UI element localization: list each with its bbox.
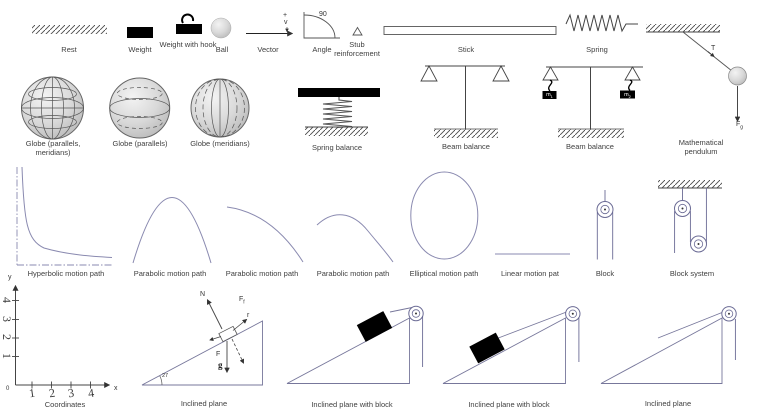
- mathematical-pendulum-icon: [646, 24, 747, 123]
- y-tick-4: 4: [0, 297, 14, 303]
- parabolic-path-1-icon: [132, 197, 212, 264]
- x-tick-1: 1: [28, 385, 36, 401]
- origin-label: 0: [6, 386, 10, 392]
- label-weight-with-hook: Weight with hook: [159, 40, 217, 49]
- label-beam-balance-2: Beam balance: [566, 142, 614, 151]
- hyperbolic-path-icon: [16, 166, 113, 266]
- globe-parallels-meridians-icon: [21, 76, 84, 140]
- label-inclined-plane-plain: Inclined plane: [644, 399, 692, 408]
- weight-m2-label: m2: [620, 92, 635, 100]
- inclined-plane-plain-icon: [600, 306, 737, 384]
- vector-icon: [246, 27, 294, 37]
- label-stick: Stick: [457, 45, 475, 54]
- label-angle: Angle: [312, 45, 332, 54]
- parabolic-path-2-icon: [226, 206, 304, 263]
- label-globe-meridians: Globe (meridians): [190, 139, 250, 148]
- label-vector: Vector: [257, 45, 279, 54]
- stub-reinforcement-icon: [352, 26, 363, 36]
- label-rest: Rest: [61, 45, 77, 54]
- stick-icon: [383, 26, 557, 35]
- label-parabolic-path-1: Parabolic motion path: [133, 269, 207, 278]
- vector-v-annotation: v: [284, 19, 288, 26]
- label-linear-path: Linear motion pat: [501, 269, 559, 278]
- globe-meridians-icon: [190, 78, 250, 138]
- globe-parallels-icon: [109, 77, 171, 139]
- friction-force-label: Ff: [239, 296, 245, 306]
- normal-force-label: N: [200, 291, 206, 298]
- x-axis-label: x: [114, 385, 118, 392]
- friction-base: F: [239, 296, 244, 303]
- m1-sub: 1: [550, 94, 553, 100]
- angle-value: 90: [319, 11, 327, 18]
- incline-angle-value: 27: [162, 373, 169, 379]
- weight-m1-label: m1: [543, 92, 557, 100]
- block-system-icon: [658, 180, 722, 253]
- label-elliptical-path: Elliptical motion path: [409, 269, 479, 278]
- y-tick-2: 2: [0, 334, 14, 340]
- y-tick-1: 1: [0, 353, 14, 359]
- x-tick-3: 3: [67, 385, 75, 401]
- reaction-label: r: [247, 312, 250, 319]
- vector-plus-annotation: +: [283, 12, 288, 19]
- label-block-system: Block system: [669, 269, 715, 278]
- inclined-plane-block-2-icon: [442, 306, 581, 384]
- label-beam-balance-1: Beam balance: [442, 142, 490, 151]
- angle-icon: [303, 12, 340, 39]
- label-inclined-plane-block-2: Inclined plane with block: [468, 400, 550, 409]
- pendulum-force-base: F: [736, 121, 741, 128]
- inclined-plane-forces-icon: [141, 299, 263, 386]
- spring-balance-icon: [298, 88, 380, 136]
- x-tick-2: 2: [47, 385, 56, 401]
- m2-base: m: [624, 91, 629, 98]
- gravity-g-label: g: [218, 360, 223, 370]
- rest-icon: [32, 25, 107, 34]
- inclined-plane-block-1-icon: [286, 305, 424, 384]
- label-parabolic-path-3: Parabolic motion path: [316, 269, 390, 278]
- label-stub-reinforcement: Stub reinforcement: [334, 40, 380, 58]
- weight-with-hook-icon: [176, 13, 202, 34]
- pendulum-force-sub: g: [740, 124, 744, 131]
- pendulum-tension-label: T: [711, 45, 716, 52]
- label-weight: Weight: [128, 45, 152, 54]
- m1-base: m: [546, 92, 551, 98]
- spring-icon: [565, 13, 638, 33]
- friction-sub: f: [243, 299, 245, 306]
- label-spring-balance: Spring balance: [311, 143, 363, 152]
- label-block: Block: [595, 269, 615, 278]
- y-tick-3: 3: [0, 316, 14, 322]
- label-coordinates: Coordinates: [44, 400, 86, 409]
- label-ball: Ball: [215, 45, 229, 54]
- weight-icon: [127, 27, 153, 38]
- label-spring: Spring: [586, 45, 608, 54]
- block-pulley-icon: [596, 190, 614, 260]
- parabolic-path-3-icon: [316, 214, 394, 263]
- gravity-f-label: F: [216, 351, 221, 358]
- y-axis-label: y: [8, 274, 12, 281]
- label-mathematical-pendulum: Mathematical pendulum: [678, 138, 724, 156]
- label-parabolic-path-2: Parabolic motion path: [225, 269, 299, 278]
- m2-sub: 2: [628, 93, 631, 99]
- label-globe-parallels: Globe (parallels): [112, 139, 168, 148]
- label-hyperbolic-path: Hyperbolic motion path: [27, 269, 105, 278]
- label-inclined-plane-forces: Inclined plane: [180, 399, 228, 408]
- label-inclined-plane-block-1: Inclined plane with block: [311, 400, 393, 409]
- beam-balance-icon: [420, 65, 510, 138]
- ball-icon: [210, 17, 232, 39]
- label-globe-parallels-meridians: Globe (parallels, meridians): [25, 139, 81, 157]
- coordinates-icon: [12, 284, 111, 389]
- x-tick-4: 4: [86, 385, 95, 401]
- beam-balance-weights-icon: [542, 66, 643, 138]
- pendulum-gravity-label: Fg: [736, 121, 743, 131]
- elliptical-path-icon: [410, 171, 479, 260]
